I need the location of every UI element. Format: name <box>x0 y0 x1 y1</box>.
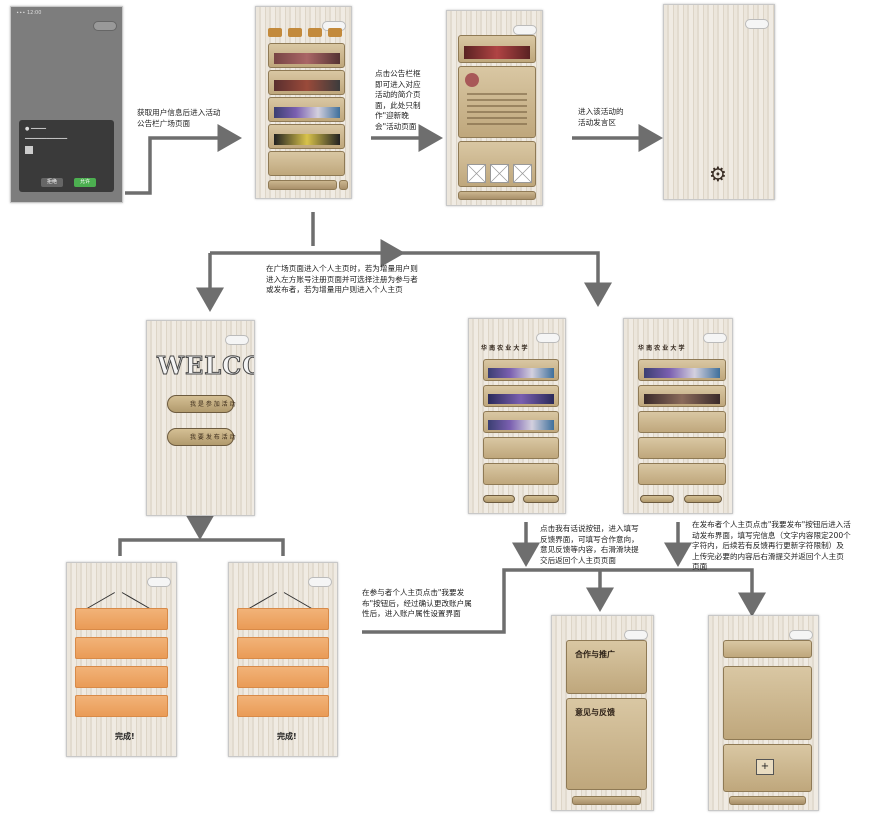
done-label[interactable]: 完成! <box>277 732 297 741</box>
university-title: 华 南 农 业 大 学 <box>481 345 528 352</box>
empty-card <box>483 463 559 485</box>
menu-capsule[interactable] <box>745 19 769 29</box>
menu-capsule[interactable] <box>624 630 648 640</box>
menu-capsule[interactable] <box>703 333 727 343</box>
intro-body <box>458 66 536 138</box>
feedback-button[interactable] <box>483 495 515 503</box>
slide-submit[interactable] <box>729 796 806 805</box>
menu-capsule[interactable] <box>513 25 537 35</box>
setting-plank[interactable] <box>236 637 330 659</box>
activity-card[interactable] <box>268 151 345 176</box>
screen-plaza <box>255 6 352 199</box>
tab[interactable] <box>308 28 322 37</box>
menu-capsule[interactable] <box>93 21 117 31</box>
annotation-home: 在广场页面进入个人主页时，若为增量用户则 进入左方账号注册页面并可选择注册为参与… <box>266 264 418 294</box>
activity-card[interactable] <box>483 411 559 433</box>
empty-card <box>483 437 559 459</box>
empty-card <box>638 437 726 459</box>
menu-capsule[interactable] <box>225 335 249 345</box>
upload-panel <box>458 141 536 187</box>
bottom-bar[interactable] <box>458 191 536 200</box>
screen-publish-form: + <box>708 615 819 811</box>
profile-button[interactable] <box>339 180 348 190</box>
screen-publisher-home: 华 南 农 业 大 学 <box>623 318 733 514</box>
activity-card[interactable] <box>638 385 726 407</box>
allow-button[interactable]: 允许 <box>74 178 96 187</box>
activity-card[interactable] <box>483 359 559 381</box>
cooperate-panel: 合作与推广 <box>566 640 647 694</box>
setting-plank[interactable] <box>74 608 169 630</box>
university-title: 华 南 农 业 大 学 <box>638 345 685 352</box>
deny-button[interactable]: 拒绝 <box>41 178 63 187</box>
activity-card[interactable] <box>268 97 345 122</box>
tab[interactable] <box>288 28 302 37</box>
welcome-title: WELCOME <box>157 351 255 381</box>
title-field[interactable] <box>723 640 812 658</box>
annotation-feedback: 点击我有话说按钮，进入填写 反馈界面，可填写合作意向， 意见反馈等内容，右滑滑块… <box>540 524 639 565</box>
image-slot[interactable] <box>467 164 486 183</box>
screen-authorization: ∙∙∙ 12:00 ● ━━━━━ ━━━━━━━━━━━━━━ 拒绝 允许 <box>10 6 123 203</box>
content-field[interactable] <box>723 666 812 740</box>
setting-plank[interactable] <box>74 695 169 717</box>
participant-button[interactable]: 我 是 参 加 活 动 <box>167 395 236 413</box>
publish-button[interactable] <box>523 495 559 503</box>
feedback-panel[interactable]: 意见与反馈 <box>566 698 647 790</box>
setting-plank[interactable] <box>236 608 330 630</box>
activity-card[interactable] <box>638 359 726 381</box>
image-slot[interactable] <box>490 164 509 183</box>
annotation-publish: 在发布者个人主页点击"我要发布"按钮后进入活 动发布界面，填写完信息（文字内容限… <box>692 520 851 571</box>
screen-discussion: ⚙ <box>663 4 775 200</box>
screen-feedback: 合作与推广 意见与反馈 <box>551 615 654 811</box>
annotation-plaza: 获取用户信息后进入活动 公告栏广场页面 <box>137 108 221 128</box>
slide-submit[interactable] <box>572 796 641 805</box>
tab[interactable] <box>268 28 282 37</box>
setting-plank[interactable] <box>236 695 330 717</box>
feedback-button[interactable] <box>640 495 674 503</box>
annotation-discussion: 进入该活动的 活动发言区 <box>578 107 624 127</box>
auth-modal: ● ━━━━━ ━━━━━━━━━━━━━━ 拒绝 允许 <box>19 120 114 192</box>
done-label[interactable]: 完成! <box>115 732 135 741</box>
menu-capsule[interactable] <box>308 577 332 587</box>
setting-plank[interactable] <box>74 666 169 688</box>
add-image-icon[interactable]: + <box>756 759 774 775</box>
screen-account-setup-2: 完成! <box>228 562 338 757</box>
intro-header <box>458 35 536 63</box>
screen-account-setup-1: 完成! <box>66 562 177 757</box>
annotation-intro: 点击公告栏框 即可进入对应 活动的简介页 面，此处只制 作"迎新晚 会"活动页面 <box>375 69 421 131</box>
publish-button[interactable] <box>684 495 722 503</box>
tab-row <box>268 28 342 39</box>
avatar <box>25 146 33 154</box>
activity-card[interactable] <box>483 385 559 407</box>
feedback-title: 意见与反馈 <box>575 708 615 717</box>
setting-plank[interactable] <box>74 637 169 659</box>
menu-capsule[interactable] <box>536 333 560 343</box>
menu-capsule[interactable] <box>147 577 171 587</box>
cooperate-title: 合作与推广 <box>575 650 615 659</box>
setting-plank[interactable] <box>236 666 330 688</box>
upload-panel[interactable]: + <box>723 744 812 792</box>
activity-card[interactable] <box>268 70 345 95</box>
activity-card[interactable] <box>268 43 345 68</box>
activity-card[interactable] <box>268 124 345 149</box>
annotation-account: 在参与者个人主页点击"我要发 布"按钮后，经过确认更改账户属 性后，进入账户属性… <box>362 588 472 618</box>
bottom-bar <box>268 180 337 190</box>
image-slot[interactable] <box>513 164 532 183</box>
publisher-button[interactable]: 我 要 发 布 活 动 <box>167 428 236 446</box>
screen-participant-home: 华 南 农 业 大 学 <box>468 318 566 514</box>
tab[interactable] <box>328 28 342 37</box>
empty-card <box>638 463 726 485</box>
screen-welcome: WELCOME 我 是 参 加 活 动 我 要 发 布 活 动 <box>146 320 255 516</box>
empty-card <box>638 411 726 433</box>
gear-icon: ⚙ <box>709 162 727 186</box>
menu-capsule[interactable] <box>789 630 813 640</box>
seal-icon <box>465 73 479 87</box>
screen-activity-intro <box>446 10 543 206</box>
